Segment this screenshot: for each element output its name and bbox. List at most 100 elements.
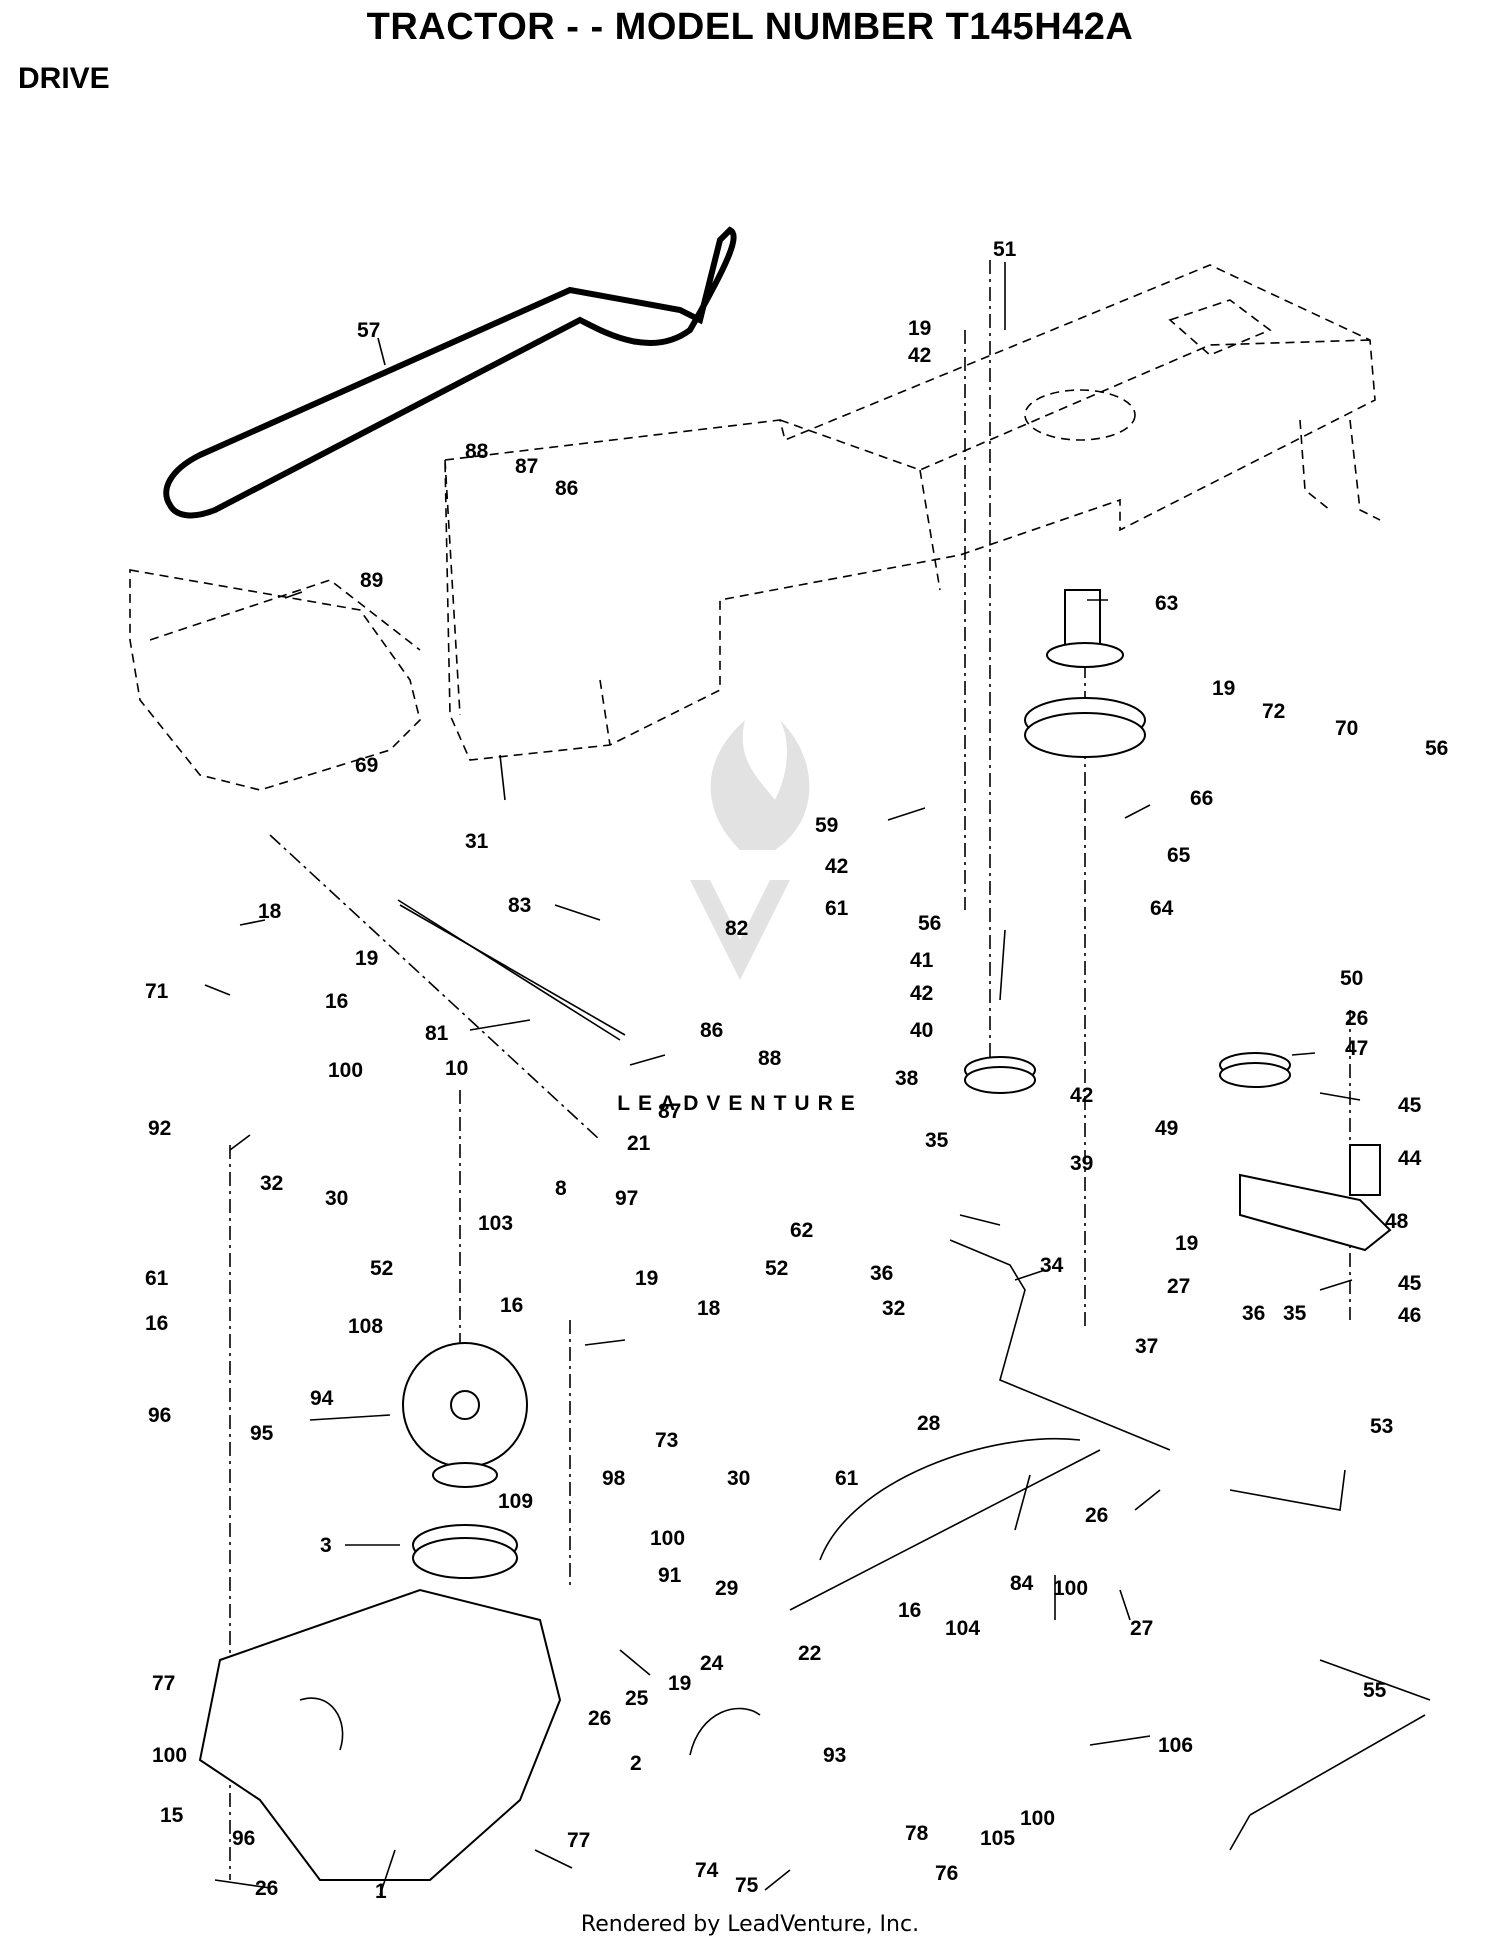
callout-label: 39 [1070, 1152, 1093, 1175]
callout-label: 59 [815, 814, 838, 837]
callout-label: 27 [1130, 1617, 1153, 1640]
callout-label: 65 [1167, 844, 1191, 867]
callout-label: 94 [310, 1387, 334, 1410]
callout-label: 106 [1158, 1734, 1193, 1757]
footer-credit: Rendered by LeadVenture, Inc. [580, 1912, 920, 1937]
callout-label: 96 [148, 1404, 171, 1427]
callout-label: 81 [425, 1022, 449, 1045]
part-shapes [198, 589, 1426, 1881]
callout-label: 100 [1053, 1577, 1088, 1600]
callout-label: 37 [1135, 1335, 1158, 1358]
callout-label: 75 [735, 1874, 759, 1897]
callout-label: 70 [1335, 717, 1358, 740]
callout-label: 74 [695, 1859, 719, 1882]
callout-label: 51 [993, 238, 1017, 261]
callout-label: 100 [650, 1527, 685, 1550]
callout-label: 28 [917, 1412, 941, 1435]
callout-label: 18 [697, 1297, 721, 1320]
callout-label: 8 [555, 1177, 567, 1200]
callout-label: 95 [250, 1422, 274, 1445]
callout-label: 41 [910, 949, 934, 972]
drive-belt [163, 226, 737, 519]
callout-label: 2 [630, 1752, 642, 1775]
callout-label: 16 [898, 1599, 921, 1622]
callout-label: 32 [882, 1297, 905, 1320]
callout-label: 92 [148, 1117, 171, 1140]
callout-label: 63 [1155, 592, 1178, 615]
callout-label: 16 [325, 990, 348, 1013]
callout-label: 66 [1190, 787, 1213, 810]
callout-label: 100 [1020, 1807, 1055, 1830]
callout-label: 61 [825, 897, 849, 920]
leader-lines [204, 262, 1431, 1896]
callout-label: 98 [602, 1467, 626, 1490]
callout-label: 61 [835, 1467, 859, 1490]
watermark: LEADVENTURE [617, 720, 855, 1115]
callout-label: 86 [555, 477, 578, 500]
callout-labels: 57 51 19 42 88 87 86 89 63 19 72 70 56 6… [145, 238, 1448, 1903]
callout-label: 19 [635, 1267, 658, 1290]
callout-label: 19 [1212, 677, 1235, 700]
callout-label: 91 [658, 1564, 682, 1587]
watermark-flame-icon [690, 720, 810, 980]
callout-label: 108 [348, 1315, 383, 1338]
page-title: TRACTOR - - MODEL NUMBER T145H42A [366, 6, 1134, 48]
callout-label: 10 [445, 1057, 468, 1080]
callout-label: 16 [145, 1312, 168, 1335]
callout-label: 49 [1155, 1117, 1178, 1140]
callout-label: 88 [465, 440, 489, 463]
callout-label: 56 [918, 912, 941, 935]
callout-label: 24 [700, 1652, 724, 1675]
callout-label: 53 [1370, 1415, 1393, 1438]
callout-label: 50 [1340, 967, 1363, 990]
callout-label: 36 [870, 1262, 893, 1285]
callout-label: 30 [325, 1187, 348, 1210]
callout-label: 78 [905, 1822, 929, 1845]
callout-label: 19 [1175, 1232, 1198, 1255]
callout-label: 42 [825, 855, 848, 878]
callout-label: 93 [823, 1744, 846, 1767]
callout-label: 64 [1150, 897, 1174, 920]
callout-label: 76 [935, 1862, 958, 1885]
callout-label: 30 [727, 1467, 750, 1490]
callout-label: 3 [320, 1534, 332, 1557]
callout-label: 100 [152, 1744, 187, 1767]
callout-label: 48 [1385, 1210, 1409, 1233]
callout-label: 104 [945, 1617, 980, 1640]
callout-label: 35 [1283, 1302, 1307, 1325]
callout-label: 72 [1262, 700, 1285, 723]
callout-label: 97 [615, 1187, 638, 1210]
callout-label: 27 [1167, 1275, 1190, 1298]
callout-label: 19 [668, 1672, 691, 1695]
callout-label: 77 [567, 1829, 590, 1852]
callout-label: 31 [465, 830, 489, 853]
callout-label: 45 [1398, 1272, 1422, 1295]
callout-label: 26 [1345, 1007, 1368, 1030]
callout-label: 73 [655, 1429, 678, 1452]
callout-label: 69 [355, 754, 378, 777]
callout-label: 103 [478, 1212, 513, 1235]
callout-label: 40 [910, 1019, 933, 1042]
callout-label: 86 [700, 1019, 723, 1042]
callout-label: 21 [627, 1132, 651, 1155]
callout-label: 100 [328, 1059, 363, 1082]
callout-label: 57 [357, 319, 380, 342]
callout-label: 87 [515, 455, 538, 478]
callout-label: 62 [790, 1219, 813, 1242]
callout-label: 71 [145, 980, 169, 1003]
callout-label: 55 [1363, 1679, 1387, 1702]
callout-label: 44 [1398, 1147, 1422, 1170]
callout-label: 56 [1425, 737, 1448, 760]
callout-label: 36 [1242, 1302, 1265, 1325]
callout-label: 46 [1398, 1304, 1421, 1327]
callout-label: 83 [508, 894, 531, 917]
callout-label: 26 [255, 1877, 278, 1900]
callout-label: 15 [160, 1804, 184, 1827]
callout-label: 18 [258, 900, 282, 923]
callout-label: 26 [1085, 1504, 1108, 1527]
callout-label: 35 [925, 1129, 949, 1152]
callout-label: 84 [1010, 1572, 1034, 1595]
callout-label: 52 [765, 1257, 788, 1280]
callout-label: 52 [370, 1257, 393, 1280]
